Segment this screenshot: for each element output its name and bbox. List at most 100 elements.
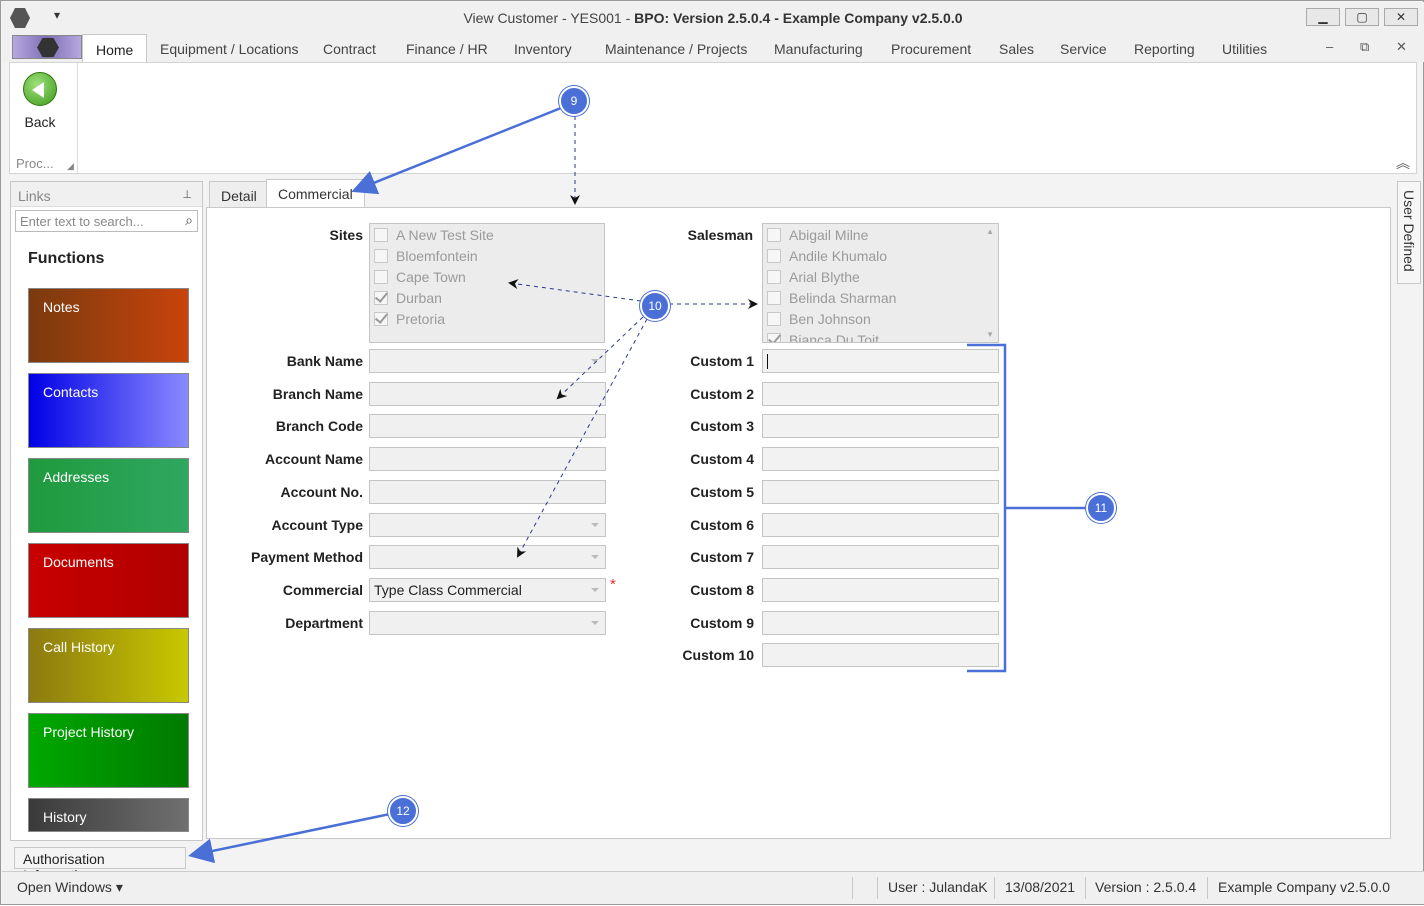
chevron-down-icon[interactable] [591, 620, 599, 625]
checkbox[interactable] [374, 249, 388, 263]
scroll-down-icon[interactable]: ▼ [986, 330, 994, 339]
function-call-history-button[interactable]: Call History [28, 628, 189, 703]
tab-contract[interactable]: Contract [323, 41, 376, 57]
chevron-down-icon[interactable] [591, 587, 599, 592]
list-item[interactable]: A New Test Site [374, 227, 494, 247]
checkbox[interactable] [767, 333, 781, 342]
tab-detail[interactable]: Detail [209, 181, 269, 207]
checkbox[interactable] [767, 291, 781, 305]
account-type-dropdown[interactable] [369, 512, 606, 537]
links-title: Links [18, 188, 51, 204]
required-marker: * [610, 575, 616, 593]
checkbox[interactable] [374, 228, 388, 242]
account-no-field[interactable] [369, 479, 606, 504]
tab-sales[interactable]: Sales [999, 41, 1035, 57]
payment-method-dropdown[interactable] [369, 545, 606, 570]
department-dropdown[interactable] [369, 610, 606, 635]
checkbox[interactable] [374, 291, 388, 305]
list-item[interactable]: Andile Khumalo [767, 248, 887, 268]
checkbox[interactable] [767, 249, 781, 263]
branch-code-label: Branch Code [275, 418, 363, 435]
function-documents-button[interactable]: Documents [28, 543, 189, 618]
mdi-close-button[interactable]: ✕ [1396, 39, 1407, 54]
custom-4-field[interactable] [762, 447, 999, 472]
checkbox[interactable] [374, 312, 388, 326]
quick-access-dropdown-icon[interactable]: ▾ [54, 8, 61, 22]
tab-commercial[interactable]: Commercial [266, 179, 365, 208]
tab-maintenance-projects[interactable]: Maintenance / Projects [605, 41, 748, 57]
checkbox[interactable] [374, 270, 388, 284]
account-name-field[interactable] [369, 447, 606, 472]
status-user: User : JulandaK [888, 879, 988, 895]
mdi-restore-button[interactable]: ⧉ [1360, 39, 1370, 54]
branch-name-field[interactable] [369, 381, 606, 406]
tab-service[interactable]: Service [1060, 41, 1107, 57]
function-contacts-button[interactable]: Contacts [28, 373, 189, 448]
links-search-input[interactable]: Enter text to search... ⌕ [15, 210, 198, 232]
app-menu-icon [37, 38, 59, 57]
tab-procurement[interactable]: Procurement [891, 41, 972, 57]
user-defined-side-tab[interactable]: User Defined [1397, 181, 1421, 284]
tab-inventory[interactable]: Inventory [514, 41, 572, 57]
tab-equipment-locations[interactable]: Equipment / Locations [160, 41, 299, 57]
custom-7-field[interactable] [762, 545, 999, 570]
list-item[interactable]: Belinda Sharman [767, 290, 896, 310]
app-logo-icon[interactable] [10, 8, 30, 28]
list-item[interactable]: Bianca Du Toit [767, 332, 879, 342]
custom-2-field[interactable] [762, 381, 999, 406]
list-item[interactable]: Durban [374, 290, 442, 310]
checkbox[interactable] [767, 228, 781, 242]
checkbox[interactable] [767, 312, 781, 326]
open-windows-menu[interactable]: Open Windows ▾ [17, 879, 123, 895]
list-item[interactable]: Arial Blythe [767, 269, 860, 289]
commercial-dropdown[interactable]: Type Class Commercial [369, 577, 606, 602]
list-item[interactable]: Bloemfontein [374, 248, 478, 268]
checkbox[interactable] [767, 270, 781, 284]
function-history-button[interactable]: History [28, 798, 189, 832]
custom-3-field[interactable] [762, 414, 999, 439]
custom-8-label: Custom 8 [690, 581, 754, 598]
tab-manufacturing[interactable]: Manufacturing [774, 41, 863, 57]
custom-10-field[interactable] [762, 643, 999, 668]
close-button[interactable]: ✕ [1384, 8, 1418, 26]
scroll-up-icon[interactable]: ▲ [986, 227, 994, 236]
authorisation-information-button[interactable]: Authorisation Information [14, 847, 186, 883]
tab-finance-hr[interactable]: Finance / HR [406, 41, 488, 57]
list-item[interactable]: Ben Johnson [767, 311, 871, 331]
list-item[interactable]: Pretoria [374, 311, 445, 331]
chevron-down-icon[interactable] [591, 555, 599, 560]
minimize-button[interactable]: ▁ [1306, 8, 1340, 26]
bank-name-dropdown[interactable] [369, 349, 606, 373]
commercial-label: Commercial [282, 581, 363, 598]
branch-code-field[interactable] [369, 414, 606, 439]
custom-5-field[interactable] [762, 479, 999, 504]
function-addresses-button[interactable]: Addresses [28, 458, 189, 533]
back-button[interactable]: Back [18, 69, 62, 133]
function-notes-button[interactable]: Notes [28, 288, 189, 363]
custom-1-field[interactable] [762, 349, 999, 373]
custom-8-field[interactable] [762, 577, 999, 602]
account-name-label: Account Name [264, 451, 363, 468]
list-item[interactable]: Abigail Milne [767, 227, 868, 247]
maximize-button[interactable]: ▢ [1345, 8, 1379, 26]
user-defined-label: User Defined [1401, 190, 1417, 272]
salesman-label: Salesman [687, 227, 753, 243]
collapse-ribbon-icon[interactable]: ︽ [1396, 155, 1410, 171]
search-icon[interactable]: ⌕ [185, 212, 193, 228]
pin-icon[interactable]: ⊥ [182, 189, 192, 201]
list-item[interactable]: Cape Town [374, 269, 466, 289]
tab-reporting[interactable]: Reporting [1134, 41, 1195, 57]
custom-6-field[interactable] [762, 512, 999, 537]
application-menu-button[interactable] [12, 35, 82, 59]
list-item-label: Ben Johnson [789, 311, 871, 327]
tab-home[interactable]: Home [82, 34, 148, 63]
mdi-minimize-button[interactable]: ‒ [1326, 39, 1334, 54]
tab-utilities[interactable]: Utilities [1222, 41, 1268, 57]
custom-9-field[interactable] [762, 610, 999, 635]
function-project-history-button[interactable]: Project History [28, 713, 189, 788]
group-launcher-icon[interactable]: ◢ [67, 161, 74, 171]
